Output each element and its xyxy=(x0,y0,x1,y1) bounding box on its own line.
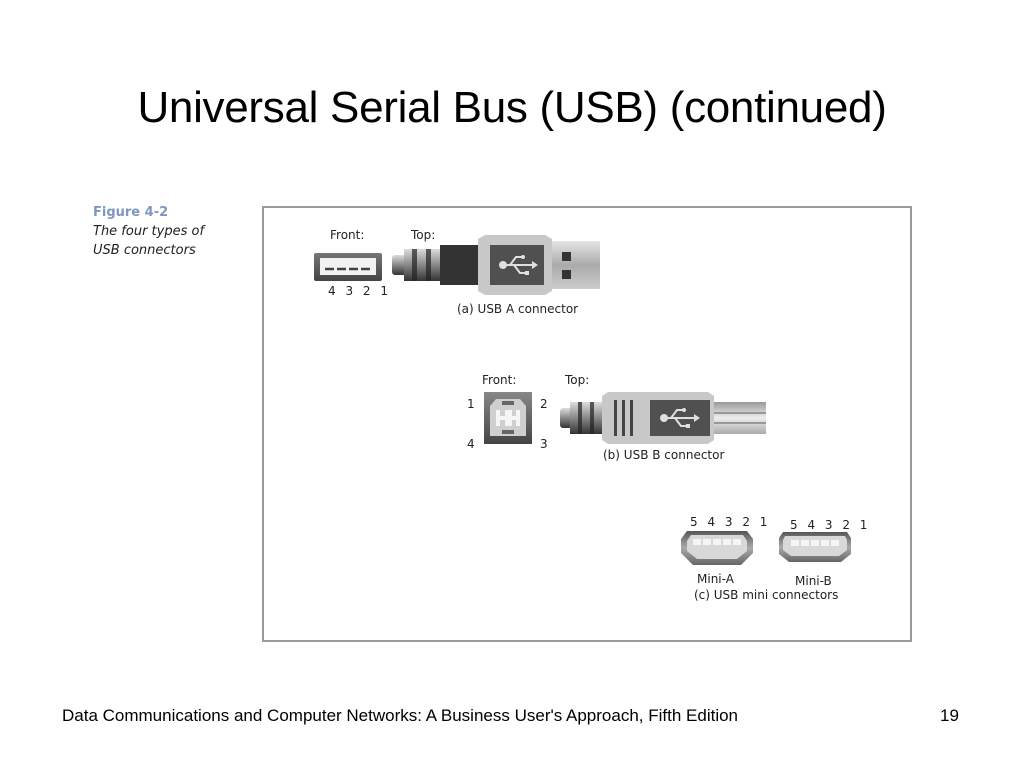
usb-b-top-label: Top: xyxy=(565,373,590,387)
mini-a-label: Mini-A xyxy=(697,572,734,586)
mini-b-connector-icon xyxy=(779,532,851,562)
usb-a-caption: (a) USB A connector xyxy=(457,302,579,316)
usb-b-pin-2: 2 xyxy=(540,397,548,411)
usb-b-pin-3: 3 xyxy=(540,437,548,451)
page-number: 19 xyxy=(940,706,959,725)
usb-a-front-label: Front: xyxy=(330,228,365,242)
mini-b-label: Mini-B xyxy=(795,574,832,588)
figure-description-line1: The four types of xyxy=(93,224,205,239)
usb-mini-caption: (c) USB mini connectors xyxy=(694,588,839,602)
usb-b-front-label: Front: xyxy=(482,373,517,387)
figure-description-line2: USB connectors xyxy=(93,243,196,258)
figure-number: Figure 4-2 xyxy=(93,205,169,220)
mini-a-pin-numbers: 5 4 3 2 1 xyxy=(690,515,771,529)
usb-b-pin-4: 4 xyxy=(467,437,475,451)
mini-b-pin-numbers: 5 4 3 2 1 xyxy=(790,518,871,532)
slide-title: Universal Serial Bus (USB) (continued) xyxy=(137,83,887,132)
slide-footer: Data Communications and Computer Network… xyxy=(62,706,738,725)
usb-b-front-icon xyxy=(484,392,532,444)
usb-b-top-view xyxy=(560,392,766,444)
usb-b-trident-icon xyxy=(660,408,700,428)
usb-a-trident-icon xyxy=(499,255,538,275)
usb-a-pin-numbers: 4 3 2 1 xyxy=(328,284,391,298)
figure-caption: Figure 4-2 The four types of USB connect… xyxy=(93,203,253,260)
usb-a-front-icon xyxy=(314,253,382,281)
usb-b-caption: (b) USB B connector xyxy=(603,448,725,462)
mini-a-connector-icon xyxy=(681,531,753,565)
usb-b-pin-1: 1 xyxy=(467,397,475,411)
usb-a-top-view xyxy=(392,235,600,295)
usb-a-top-label: Top: xyxy=(411,228,436,242)
